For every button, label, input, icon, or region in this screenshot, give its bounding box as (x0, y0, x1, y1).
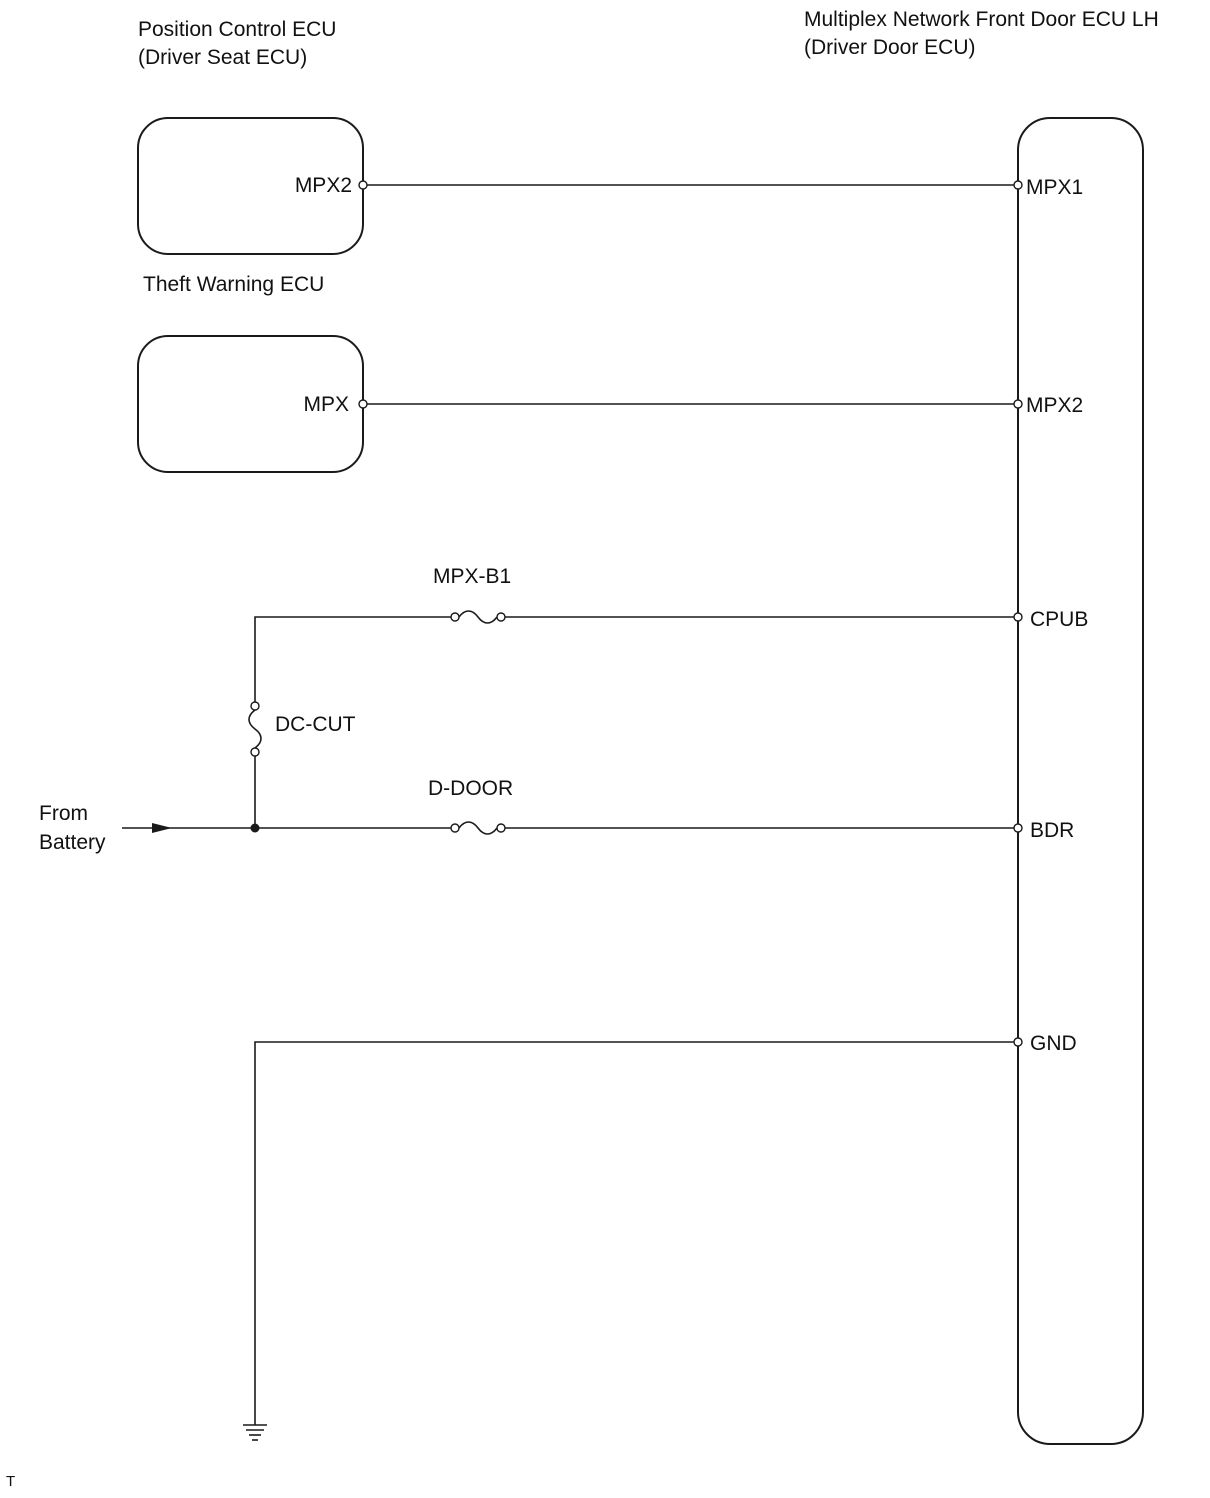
driver-door-ecu-pin-cpub: CPUB (1030, 608, 1088, 631)
terminal-door-ecu-cpub (1013, 612, 1023, 622)
fuse-mpx-b1-terminal-left (450, 612, 460, 622)
fuse-d-door-label: D-DOOR (428, 777, 513, 800)
theft-warning-ecu-pin-mpx: MPX (303, 393, 349, 416)
fuse-dc-cut-symbol (248, 709, 262, 749)
fuse-dc-cut-label: DC-CUT (275, 713, 356, 736)
theft-warning-ecu-title: Theft Warning ECU (143, 273, 324, 296)
fuse-mpx-b1-label: MPX-B1 (433, 565, 511, 588)
wire-dc-cut-upper (254, 616, 451, 702)
driver-door-ecu-subtitle: (Driver Door ECU) (804, 36, 976, 59)
driver-door-ecu-box (1017, 117, 1144, 1445)
driver-door-ecu-title: Multiplex Network Front Door ECU LH (804, 8, 1159, 31)
fuse-d-door-terminal-right (496, 823, 506, 833)
ground-icon (243, 1424, 267, 1441)
footer-mark: T (6, 1473, 15, 1490)
fuse-mpx-b1-symbol (458, 610, 498, 624)
terminal-position-ecu-mpx2 (358, 180, 368, 190)
fuse-dc-cut-terminal-bottom (250, 747, 260, 757)
position-control-ecu-subtitle: (Driver Seat ECU) (138, 46, 307, 69)
driver-door-ecu-pin-gnd: GND (1030, 1032, 1077, 1055)
junction-dot (250, 823, 260, 833)
position-control-ecu-title: Position Control ECU (138, 18, 336, 41)
driver-door-ecu-pin-mpx1: MPX1 (1026, 176, 1083, 199)
battery-arrow-icon (152, 823, 172, 833)
wire-gnd (254, 1041, 1014, 1425)
fuse-mpx-b1-terminal-right (496, 612, 506, 622)
fuse-d-door-symbol (458, 821, 498, 835)
fuse-d-door-terminal-left (450, 823, 460, 833)
terminal-door-ecu-mpx1 (1013, 180, 1023, 190)
terminal-door-ecu-bdr (1013, 823, 1023, 833)
position-control-ecu-pin-mpx2: MPX2 (295, 174, 352, 197)
terminal-theft-ecu-mpx (358, 399, 368, 409)
battery-label-line2: Battery (39, 831, 106, 854)
driver-door-ecu-pin-mpx2: MPX2 (1026, 394, 1083, 417)
battery-label-line1: From (39, 802, 88, 825)
fuse-dc-cut-terminal-top (250, 701, 260, 711)
driver-door-ecu-pin-bdr: BDR (1030, 819, 1074, 842)
terminal-door-ecu-gnd (1013, 1037, 1023, 1047)
terminal-door-ecu-mpx2 (1013, 399, 1023, 409)
